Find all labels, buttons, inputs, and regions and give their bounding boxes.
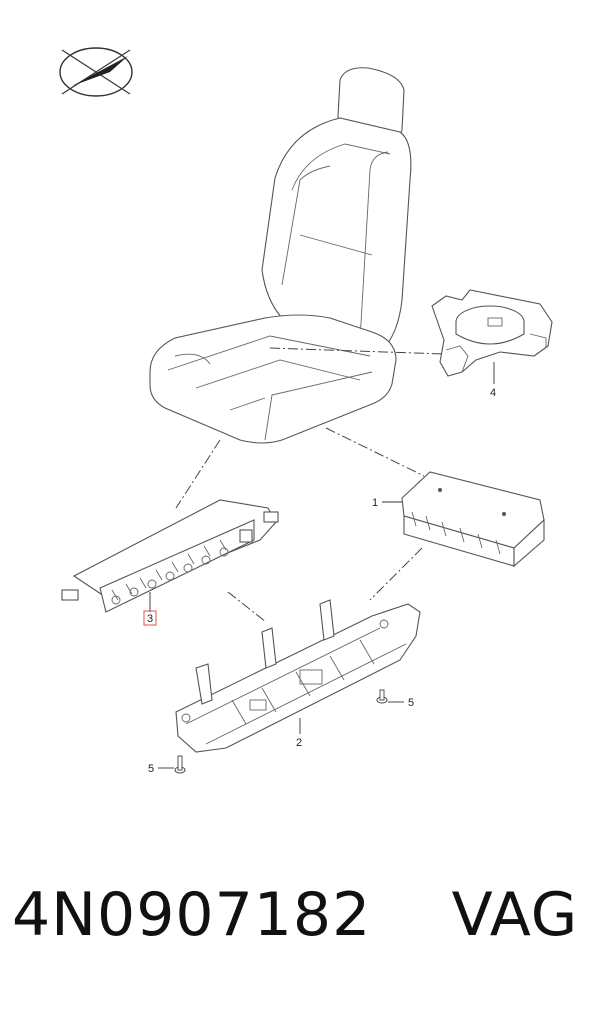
compass-logo-icon	[59, 47, 133, 97]
part-1-control-unit	[401, 471, 545, 568]
part-number: 4N0907182	[12, 880, 372, 950]
brand-name: VAG	[451, 880, 579, 950]
part-3-switch-module	[61, 499, 279, 613]
part-number-footer: 4N0907182 VAG	[12, 885, 578, 945]
callout-2: 2	[296, 737, 302, 749]
callout-3-highlight-box	[143, 610, 157, 626]
callout-1: 1	[372, 497, 378, 509]
part-2-bracket	[175, 599, 421, 753]
assembly-lines	[175, 347, 445, 623]
callout-5-right: 5	[408, 697, 414, 709]
callout-4: 4	[490, 387, 496, 399]
callout-5-left: 5	[148, 763, 154, 775]
part-5-screw-left	[174, 755, 186, 774]
part-4-sensor	[431, 289, 553, 377]
callout-3: 3	[147, 613, 153, 625]
seat-illustration	[149, 67, 412, 444]
part-5-screw-right	[376, 689, 388, 704]
